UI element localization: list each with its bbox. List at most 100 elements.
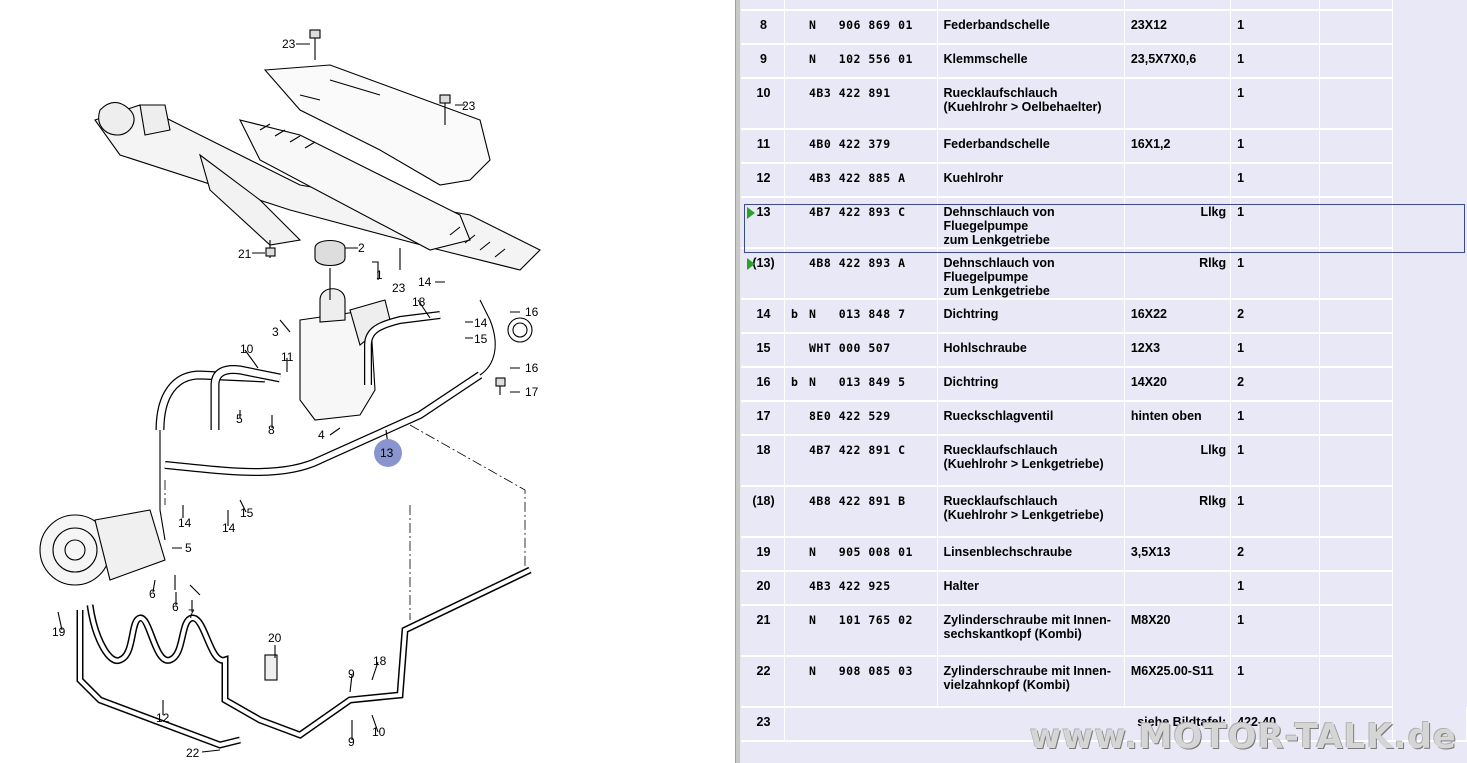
description-line: Dehnschlauch von Fluegelpumpe — [943, 256, 1055, 284]
callout-label: 6 — [149, 587, 156, 601]
callout-label: 16 — [525, 361, 539, 375]
callout-label: 7 — [188, 607, 195, 621]
remark-text: 23X12 — [1130, 18, 1167, 32]
cell-quantity: 1 — [1230, 129, 1320, 164]
cell-description: Federbandschelle — [937, 129, 1125, 164]
callout-label: 18 — [412, 295, 426, 309]
cell-part-number: 4B7 422 893 C — [784, 197, 938, 249]
callout-label: 23 — [462, 99, 476, 113]
callout-label: 10 — [240, 342, 254, 356]
description-line: Halter — [943, 579, 979, 593]
position-number: 21 — [756, 613, 771, 627]
cell-part-number: 4B7 422 891 C — [784, 435, 938, 487]
part-number: 4B8 422 893 A — [809, 256, 906, 270]
callout-label: 8 — [268, 423, 275, 437]
cell-empty — [1319, 248, 1394, 300]
cell-quantity: 1 — [1230, 248, 1320, 300]
cell-quantity: 2 — [1230, 299, 1320, 334]
cell-empty — [1319, 129, 1394, 164]
cell-description: Rueckschlagventil — [937, 401, 1125, 436]
cell-empty — [1319, 163, 1394, 198]
callout-label: 4 — [318, 428, 325, 442]
cell-position: 8 — [741, 10, 785, 45]
part-number: 4B7 422 891 C — [809, 443, 906, 457]
description-line: Dichtring — [943, 375, 999, 389]
position-number: 10 — [756, 86, 771, 100]
see-illustration-reference[interactable]: 422-40 — [1230, 707, 1320, 742]
callout-label: 14 — [418, 275, 432, 289]
cell-quantity: 1 — [1230, 571, 1320, 606]
cell-description: Kuehlrohr — [937, 163, 1125, 198]
callout-label: 14 — [474, 316, 488, 330]
description-line: (Kuehlrohr > Lenkgetriebe) — [943, 508, 1104, 522]
position-number: 23 — [741, 707, 785, 742]
callout-label: 12 — [156, 711, 170, 725]
description-line: Dichtring — [943, 307, 999, 321]
pane-splitter[interactable] — [735, 0, 741, 763]
cell-position: 21 — [741, 605, 785, 657]
cell-remark: M8X20 — [1124, 605, 1232, 657]
cell-quantity: 1 — [1230, 10, 1320, 45]
cell-remark: 3,5X13 — [1124, 537, 1232, 572]
cell-remark — [1124, 571, 1232, 606]
cell-remark: Llkg — [1124, 197, 1232, 249]
callout-label: 5 — [236, 412, 243, 426]
remark-text: 16X1,2 — [1130, 137, 1171, 151]
cell-position: 22 — [741, 656, 785, 708]
callout-label: 11 — [281, 350, 294, 364]
position-number: 16 — [756, 375, 771, 389]
play-marker-icon[interactable] — [747, 258, 755, 270]
position-number: 20 — [756, 579, 771, 593]
table-row — [741, 0, 1467, 11]
remark-text: 14X20 — [1130, 375, 1167, 389]
callout-label: 9 — [348, 735, 355, 749]
cell-empty — [1319, 486, 1394, 538]
callout-label-13: 13 — [380, 446, 394, 460]
highlight-circle-13 — [374, 439, 402, 467]
cell-empty — [1319, 333, 1394, 368]
cell-empty — [1319, 78, 1394, 130]
description-line: zum Lenkgetriebe — [943, 233, 1050, 247]
callout-label: 22 — [186, 746, 200, 760]
part-number: 4B0 422 379 — [809, 137, 891, 151]
cell-remark: 14X20 — [1124, 367, 1232, 402]
play-marker-icon[interactable] — [747, 207, 755, 219]
cell-description: Ruecklaufschlauch(Kuehlrohr > Lenkgetrie… — [937, 486, 1125, 538]
cell-empty — [1319, 10, 1394, 45]
remark-text: Llkg — [1200, 443, 1227, 457]
remark-text: M8X20 — [1130, 613, 1171, 627]
cell-quantity: 1 — [1230, 333, 1320, 368]
position-number: 17 — [756, 409, 771, 423]
cell-description: Dichtring — [937, 367, 1125, 402]
cell-position: 13 — [741, 197, 785, 249]
cell-part-number: N 908 085 03 — [784, 656, 938, 708]
cell-position: 9 — [741, 44, 785, 79]
part-number: N 013 848 7 — [809, 307, 906, 321]
remark-text: 23,5X7X0,6 — [1130, 52, 1197, 66]
cell-quantity: 1 — [1230, 78, 1320, 130]
cell-description: Zylinderschraube mit Innen-sechskantkopf… — [937, 605, 1125, 657]
callout-label: 19 — [52, 625, 66, 639]
callout-label: 18 — [373, 654, 387, 668]
